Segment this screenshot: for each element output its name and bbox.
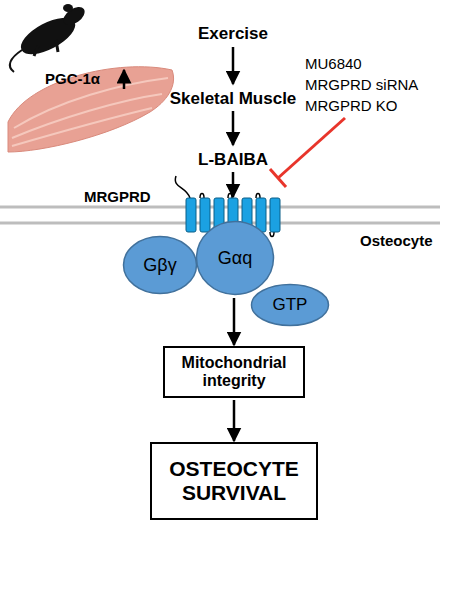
text-label: MRGPRD [84, 188, 151, 205]
muscle-fibres [12, 78, 168, 146]
protein-ellipse: GTP [250, 283, 330, 327]
text-label: MRGPRD siRNA [305, 76, 418, 93]
muscle-shape [8, 67, 174, 152]
mouse-tail [10, 50, 22, 72]
text-label: MRGPRD KO [305, 97, 398, 114]
flow-arrow [232, 47, 235, 84]
text-label: MU6840 [305, 55, 362, 72]
node-text: OSTEOCYTE SURVIVAL [156, 457, 312, 505]
flow-arrow [233, 298, 236, 345]
muscle-illustration [8, 67, 174, 152]
receptor-helix [200, 198, 210, 232]
inhibition-line [278, 118, 345, 178]
flow-arrow [232, 172, 235, 197]
ellipse-shape [252, 285, 329, 326]
inhibition-bar [270, 169, 286, 187]
text-label: Exercise [198, 24, 268, 44]
receptor-helix [270, 198, 280, 232]
receptor-n-terminus [175, 176, 190, 198]
mouse-ear [63, 4, 73, 12]
process-box: OSTEOCYTE SURVIVAL [150, 442, 318, 520]
receptor-helix [256, 198, 266, 232]
process-box: Mitochondrial integrity [163, 346, 305, 398]
node-text: Gβγ [143, 255, 176, 276]
mouse-head [60, 3, 88, 28]
text-label: L-BAIBA [198, 150, 268, 170]
node-text: Mitochondrial integrity [169, 354, 299, 391]
increase-arrow [123, 70, 126, 89]
flow-arrow [232, 111, 235, 145]
node-text: GTP [273, 295, 308, 315]
mouse-legs [34, 40, 58, 56]
text-label: Skeletal Muscle [170, 89, 297, 109]
receptor-helix [186, 198, 196, 232]
protein-ellipse: Gβγ [122, 235, 198, 295]
flow-arrow [233, 400, 236, 441]
ellipse-shape [197, 222, 274, 295]
protein-ellipse: Gαq [195, 220, 275, 296]
receptor-loop [200, 194, 260, 199]
text-label: PGC-1α [45, 70, 100, 87]
mouse-silhouette [10, 3, 88, 72]
node-text: Gαq [218, 248, 252, 269]
ellipse-shape [124, 237, 197, 294]
text-label: Osteocyte [360, 232, 433, 249]
